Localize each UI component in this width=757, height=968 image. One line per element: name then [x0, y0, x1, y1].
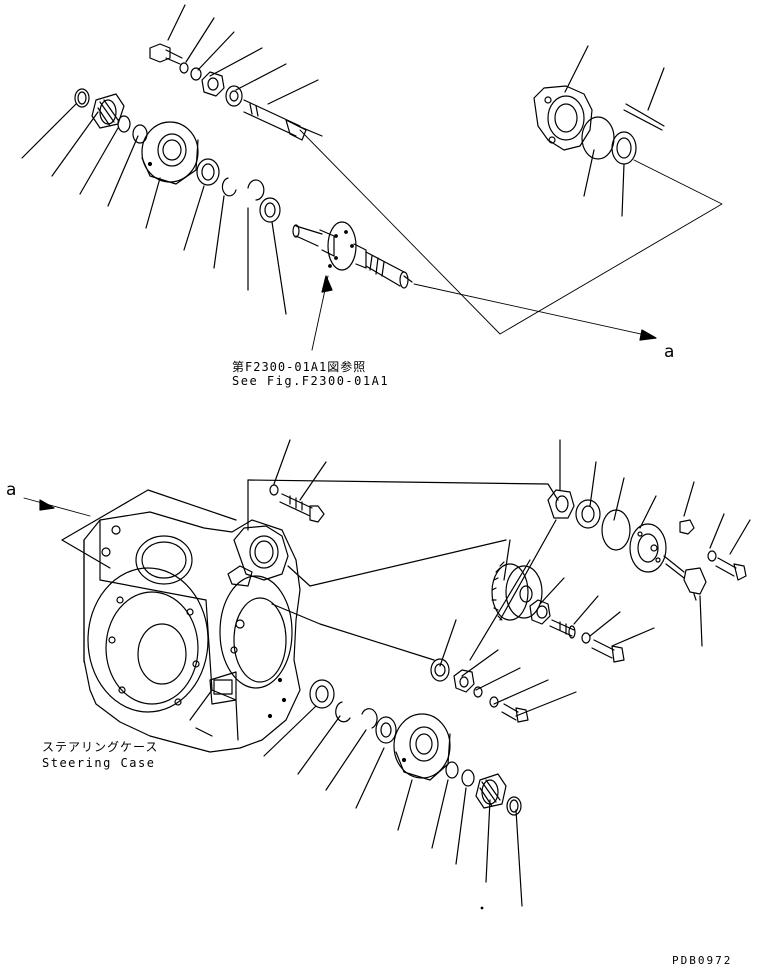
washer-lower-right [707, 550, 717, 562]
nut-upper [201, 71, 225, 97]
gear-small-lower [453, 669, 475, 693]
mark-a-left: a [6, 480, 17, 500]
washer-lower-mid [581, 632, 591, 644]
washer-lower-top [269, 484, 279, 496]
nut-lower-right [547, 489, 575, 519]
connector-upper [299, 129, 723, 335]
shaft-main [292, 221, 413, 289]
gear-lower [491, 561, 543, 621]
pin-lower [549, 619, 576, 639]
bearing-upper-2 [259, 197, 281, 223]
snap-ring-lower-1 [335, 701, 351, 723]
washer-lower-b [489, 696, 499, 708]
roller-bearing-upper [91, 93, 125, 129]
pipe-lower-right [663, 555, 685, 579]
washer-upper-2 [190, 67, 202, 81]
bearing-upper-3 [611, 131, 637, 165]
oil-seal-lower [309, 679, 335, 709]
reference-label-jp: 第F2300-01A1図参照 [232, 360, 367, 374]
pin-upper [623, 103, 665, 131]
bearing-upper [225, 85, 243, 107]
snap-ring-lower-right [506, 796, 522, 816]
dot-mark [480, 906, 484, 910]
washer-lower-a [473, 686, 483, 698]
bolt-lower-right-small [679, 519, 695, 535]
reference-arrow [311, 275, 333, 351]
washer-upper-1 [179, 62, 189, 74]
bolt-lower-right [715, 557, 747, 581]
drawing-code: PDB0972 [672, 954, 733, 967]
roller-bearing-lower [475, 773, 507, 809]
bolt-lower-mid [591, 639, 625, 663]
bearing-lower-left [375, 716, 397, 744]
snap-ring-upper-1 [221, 177, 237, 197]
o-ring-lower [601, 509, 631, 551]
o-ring-upper [581, 116, 615, 160]
case-label-en: Steering Case [42, 756, 156, 770]
fitting-lower-right [683, 567, 707, 601]
shaft-upper [243, 99, 323, 141]
ring-upper-b [132, 124, 148, 144]
cover-lower [393, 713, 451, 781]
case-label-jp: ステアリングケース [42, 740, 159, 754]
pinion-lower [529, 599, 551, 625]
steering-case [83, 511, 301, 753]
snap-ring-upper-left [74, 88, 90, 108]
lower-leader-lines [263, 439, 751, 907]
cover-upper [141, 121, 199, 185]
bolt-lower-mid-2 [501, 703, 529, 723]
arrow-from-a [23, 497, 91, 517]
lower-connector-lines [61, 479, 559, 661]
bearing-housing-upper [533, 85, 593, 151]
reference-label-en: See Fig.F2300-01A1 [232, 374, 390, 388]
ring-lower-a [445, 761, 459, 779]
upper-leader-lines [21, 4, 665, 315]
upper-assembly [21, 4, 723, 351]
mark-a-top: a [664, 342, 675, 362]
oil-seal-upper [196, 158, 220, 186]
snap-ring-lower-2 [361, 708, 378, 729]
snap-ring-upper-2 [247, 179, 265, 201]
bearing-lower-mid [430, 658, 450, 682]
arrow-to-a [413, 283, 657, 341]
bolt-upper [149, 43, 183, 65]
cover-lower-right [629, 523, 667, 573]
lower-assembly [23, 439, 751, 910]
bolt-lower-top [279, 493, 325, 523]
ring-upper-a [117, 115, 131, 133]
bearing-lower-right [575, 499, 601, 529]
ring-lower-b [461, 769, 475, 787]
